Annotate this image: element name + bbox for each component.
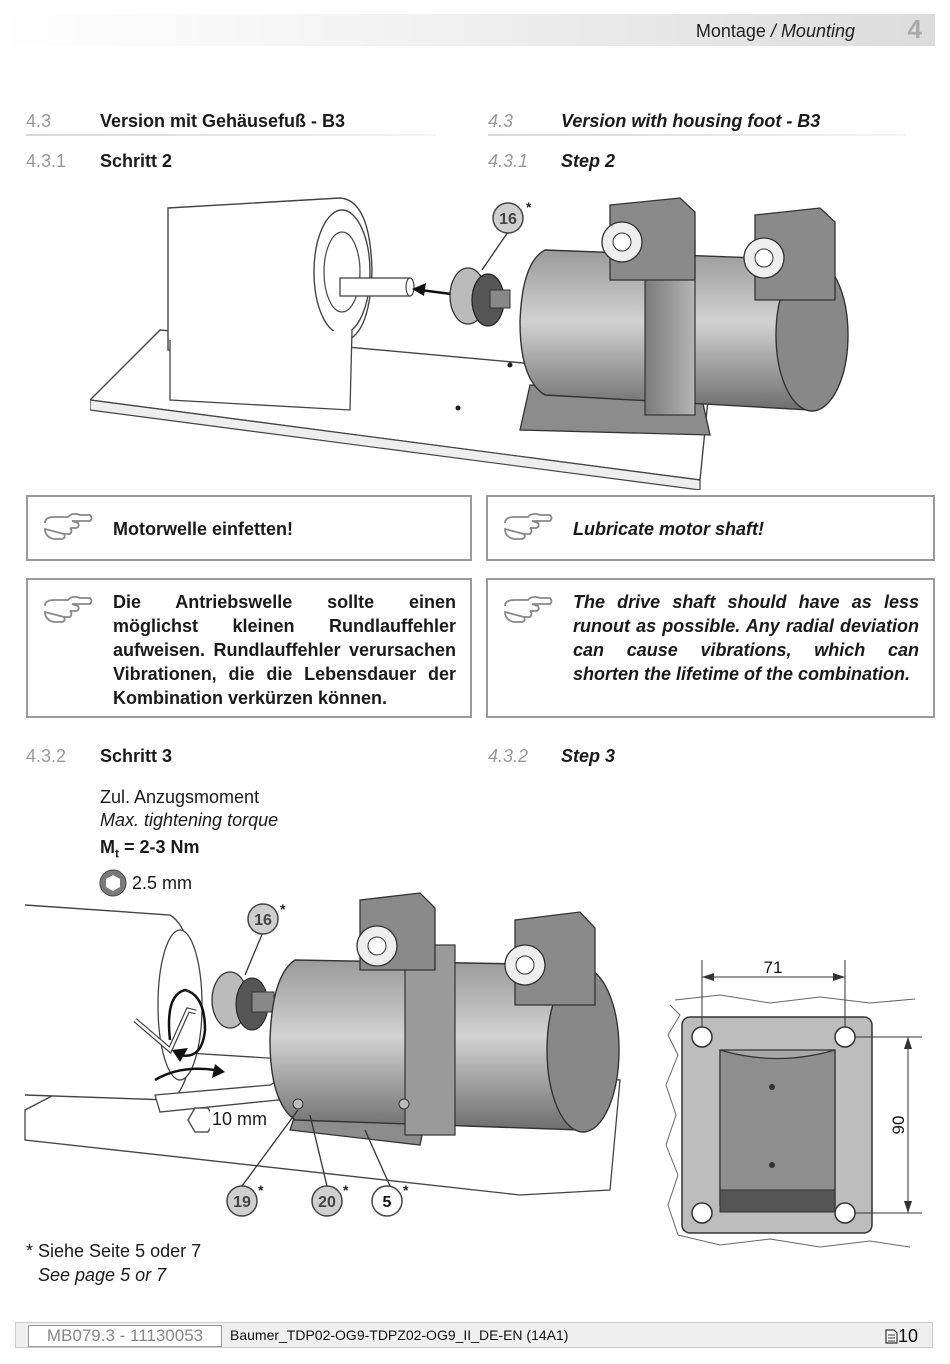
- callout-star: *: [403, 1182, 409, 1198]
- torque-value: Mt = 2-3 Nm: [100, 837, 200, 861]
- torque-label-en: Max. tightening torque: [100, 810, 279, 830]
- section-number-de: 4.3: [26, 111, 52, 131]
- page-number: 10: [885, 1326, 918, 1347]
- chapter-number: 4: [907, 14, 922, 44]
- note-box-en-1: Lubricate motor shaft!: [486, 495, 935, 561]
- pointing-hand-icon: [504, 512, 553, 540]
- callout-19: 19: [233, 1194, 251, 1211]
- figure-step2-illustration: 16 *: [90, 197, 849, 490]
- torque-label-de: Zul. Anzugsmoment: [100, 787, 260, 807]
- subsection-title-en: Step 3: [561, 746, 616, 766]
- header-bar: [0, 14, 935, 46]
- note-box-en-2: The drive shaft should have as less runo…: [486, 578, 935, 718]
- section-number-en: 4.3: [488, 111, 514, 131]
- subsection-title-en: Step 2: [561, 151, 616, 171]
- subsection-number-en: 4.3.1: [488, 151, 529, 171]
- callout-5: 5: [383, 1194, 392, 1211]
- page-icon: [885, 1329, 898, 1344]
- figure-step3-illustration: 16 * 19 * 20 * 5 *: [24, 892, 621, 1217]
- divider: [26, 134, 436, 136]
- subsection-number-de: 4.3.2: [26, 746, 67, 766]
- hex-key-icon: [99, 869, 127, 897]
- dimension-height: 90: [889, 1116, 908, 1135]
- callout-16: 16: [499, 211, 517, 228]
- document-name: Baumer_TDP02-OG9-TDPZ02-OG9_II_DE-EN (14…: [230, 1327, 569, 1343]
- pointing-hand-icon: [44, 512, 93, 540]
- hex-key-size: 2.5 mm: [132, 873, 193, 893]
- note-text-de-1: Motorwelle einfetten!: [113, 519, 294, 539]
- subsection-number-de: 4.3.1: [26, 151, 67, 171]
- note-box-de-2: Die Antriebswelle sollte einen möglichst…: [26, 578, 472, 718]
- note-text-en-2: The drive shaft should have as less runo…: [573, 592, 919, 684]
- note-text-en-1: Lubricate motor shaft!: [573, 519, 765, 539]
- callout-star: *: [280, 901, 286, 917]
- callout-20: 20: [318, 1194, 336, 1211]
- footnote-en: See page 5 or 7: [38, 1265, 167, 1285]
- subsection-title-de: Schritt 2: [100, 151, 173, 171]
- callout-star: *: [343, 1182, 349, 1198]
- subsection-title-de: Schritt 3: [100, 746, 173, 766]
- section-title-en: Version with housing foot - B3: [561, 111, 821, 131]
- divider: [488, 134, 906, 136]
- note-text-de-2: Die Antriebswelle sollte einen möglichst…: [113, 592, 456, 708]
- footnote-de: * Siehe Seite 5 oder 7: [26, 1241, 202, 1261]
- wrench-size: 10 mm: [210, 1109, 270, 1130]
- section-title-de: Version mit Gehäusefuß - B3: [100, 111, 346, 131]
- subsection-number-en: 4.3.2: [488, 746, 529, 766]
- note-box-de-1: Motorwelle einfetten!: [26, 495, 472, 561]
- housing-foot-dimension-drawing: 71 90: [665, 958, 922, 1248]
- callout-star: *: [258, 1182, 264, 1198]
- document-id: MB079.3 - 11130053: [28, 1325, 222, 1347]
- pointing-hand-icon: [44, 595, 93, 623]
- callout-16: 16: [254, 912, 272, 929]
- dimension-width: 71: [764, 958, 783, 977]
- header-title: Montage / Mounting: [695, 21, 855, 41]
- callout-star: *: [526, 199, 532, 215]
- pointing-hand-icon: [504, 595, 553, 623]
